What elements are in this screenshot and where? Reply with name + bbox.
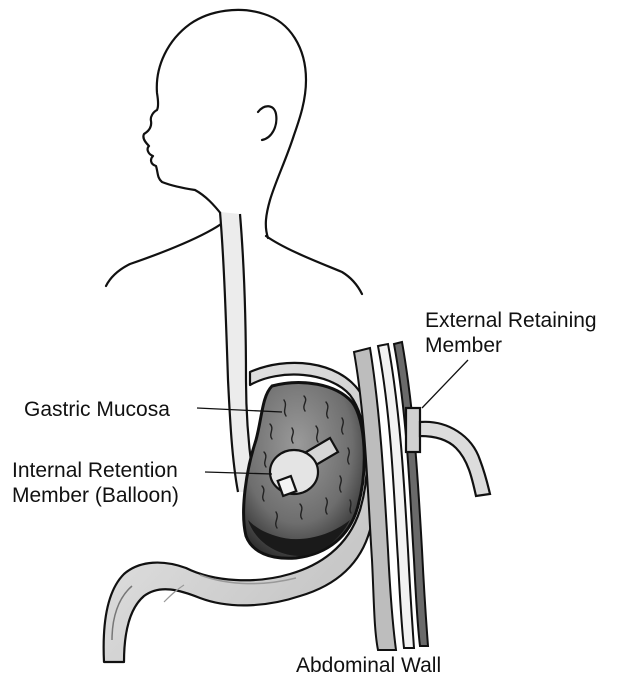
external-retaining-member-label-line2: Member [425,333,597,358]
internal-retention-member-label: Internal Retention Member (Balloon) [12,458,179,508]
leader-external-retaining-member [422,360,468,408]
external-retaining-member-label: External Retaining Member [425,308,597,358]
external-retaining-member-label-line1: External Retaining [425,308,597,333]
internal-retention-member-label-line1: Internal Retention [12,458,179,483]
abdominal-wall-label: Abdominal Wall [296,653,441,678]
esophagus [220,212,252,492]
gastric-mucosa-label: Gastric Mucosa [24,397,170,422]
internal-retention-member-label-line2: Member (Balloon) [12,483,179,508]
